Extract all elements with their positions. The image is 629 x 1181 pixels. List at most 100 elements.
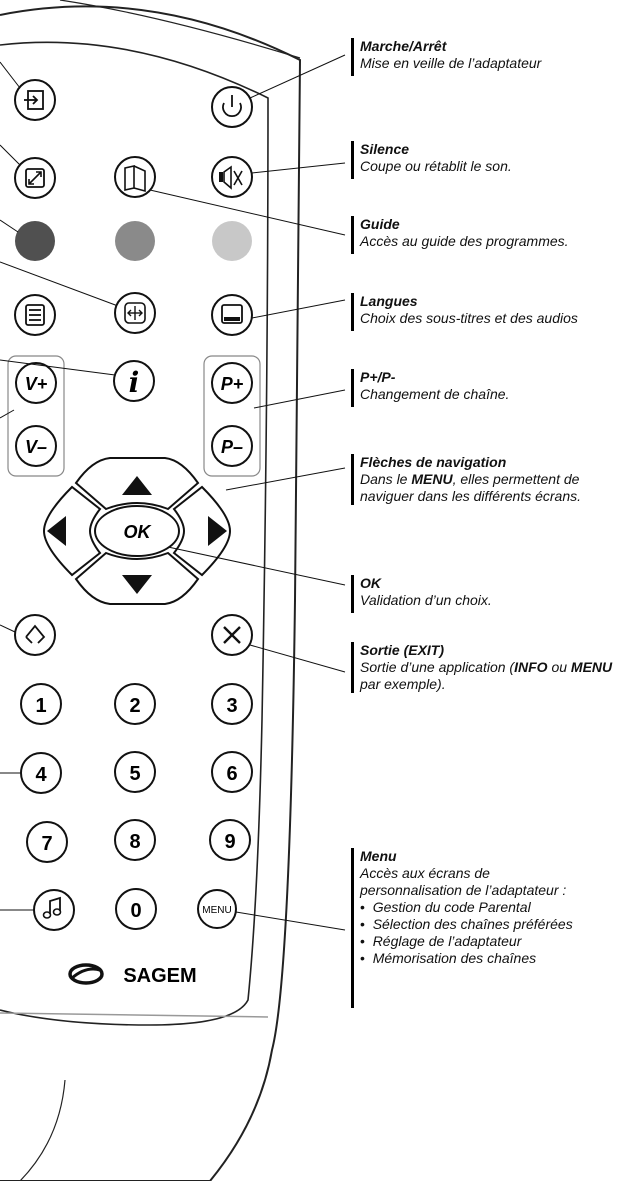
leader-volume [0,409,15,419]
leader-ok [167,546,346,586]
nav-left-button[interactable] [42,485,102,577]
yellow-key[interactable] [212,221,252,261]
sagem-logo-icon [68,963,104,985]
annotation-title: Menu [360,848,397,864]
annotation-title: OK [360,575,381,591]
navigation-pad: OK [42,457,232,605]
digit-7-button[interactable]: 7 [26,821,68,863]
mute-icon [219,165,243,190]
nav-down-button[interactable] [74,551,200,605]
digit-6-button[interactable]: 6 [211,751,253,793]
arrow-up-icon [122,476,152,495]
menu-feature-list: Gestion du code Parental Sélection des c… [360,899,580,967]
info-button[interactable]: i [113,360,155,402]
volume-group [7,355,65,477]
digit-label: 7 [41,833,52,855]
list-item: Sélection des chaînes préférées [360,916,580,933]
list-item: Réglage de l’adaptateur [360,933,580,950]
annotation-guide: Guide Accès au guide des programmes. [351,216,569,254]
digit-9-button[interactable]: 9 [209,819,251,861]
teletext-icon [25,304,45,326]
annotation-title: Guide [360,216,400,232]
power-button[interactable] [211,86,253,128]
back-button[interactable] [14,614,56,656]
leader-info [0,359,116,376]
menu-button[interactable]: MENU [197,889,237,929]
digit-label: 5 [129,763,140,785]
digit-2-button[interactable]: 2 [114,683,156,725]
nav-right-button[interactable] [172,485,232,577]
back-arrow-icon [25,624,46,644]
digit-5-button[interactable]: 5 [114,751,156,793]
annotation-title: Marche/Arrêt [360,38,447,54]
zoom-format-icon [25,168,45,188]
guide-button[interactable] [114,156,156,198]
subtitles-button[interactable] [211,294,253,336]
menu-label: MENU [202,905,231,916]
annotation-desc: Accès au guide des programmes. [360,233,569,249]
annotation-lang: Langues Choix des sous-titres et des aud… [351,293,578,331]
source-button[interactable] [14,79,56,121]
annotation-title: P+/P- [360,369,396,385]
digit-label: 1 [35,695,46,717]
ok-label: OK [124,522,153,542]
volume-down-label: V– [25,437,47,457]
arrow-right-icon [208,516,227,546]
leader-colorkeys [0,261,119,307]
annotation-desc: Coupe ou rétablit le son. [360,158,512,174]
leader-nav [225,467,346,491]
program-up-label: P+ [221,374,244,394]
nav-up-button[interactable] [74,457,200,511]
ok-button[interactable]: OK [94,505,180,557]
digit-3-button[interactable]: 3 [211,683,253,725]
annotation-menu: Menu Accès aux écrans de personnalisatio… [351,848,580,1008]
volume-down-button[interactable]: V– [15,425,57,467]
arrow-left-icon [47,516,66,546]
volume-up-button[interactable]: V+ [15,362,57,404]
annotation-desc: Sortie d’une application (INFO ou MENU p… [360,659,613,692]
annotation-desc: Changement de chaîne. [360,386,510,402]
digit-label: 4 [35,764,47,786]
red-key[interactable] [15,221,55,261]
digit-0-button[interactable]: 0 [115,888,157,930]
format-button[interactable] [14,157,56,199]
annotation-ok: OK Validation d’un choix. [351,575,492,613]
annotation-desc: Mise en veille de l’adaptateur [360,55,542,71]
program-down-button[interactable]: P– [211,425,253,467]
power-icon [222,95,242,117]
annotation-prog: P+/P- Changement de chaîne. [351,369,509,407]
program-up-button[interactable]: P+ [211,362,253,404]
mute-button[interactable] [211,156,253,198]
source-icon [24,90,44,110]
exit-button[interactable] [211,614,253,656]
annotation-title: Silence [360,141,410,157]
leader-power [249,54,346,99]
annotation-exit: Sortie (EXIT) Sortie d’une application (… [351,642,625,693]
green-key[interactable] [115,221,155,261]
annotation-desc: Dans le MENU, elles permettent de navigu… [360,471,582,504]
leader-menu [235,911,346,931]
leader-lang [251,299,346,319]
remote-bottom-seam [0,1012,269,1018]
program-group [203,355,261,477]
annotation-title: Flèches de navigation [360,454,507,470]
remote-inner-outline [0,41,269,1026]
leader-source [0,61,21,89]
program-down-label: P– [221,437,243,457]
teletext-button[interactable] [14,294,56,336]
music-button[interactable] [33,889,75,931]
digit-label: 6 [226,763,237,785]
leader-exit [249,644,346,673]
annotation-mute: Silence Coupe ou rétablit le son. [351,141,512,179]
leader-mute [251,162,346,174]
digit-label: 8 [129,831,140,853]
move-button[interactable] [114,292,156,334]
digit-1-button[interactable]: 1 [20,683,62,725]
info-icon: i [129,366,140,399]
music-note-icon [42,896,62,919]
sagem-logo: SAGEM [68,963,197,987]
digit-4-button[interactable]: 4 [20,752,62,794]
close-icon [223,626,241,644]
digit-8-button[interactable]: 8 [114,819,156,861]
